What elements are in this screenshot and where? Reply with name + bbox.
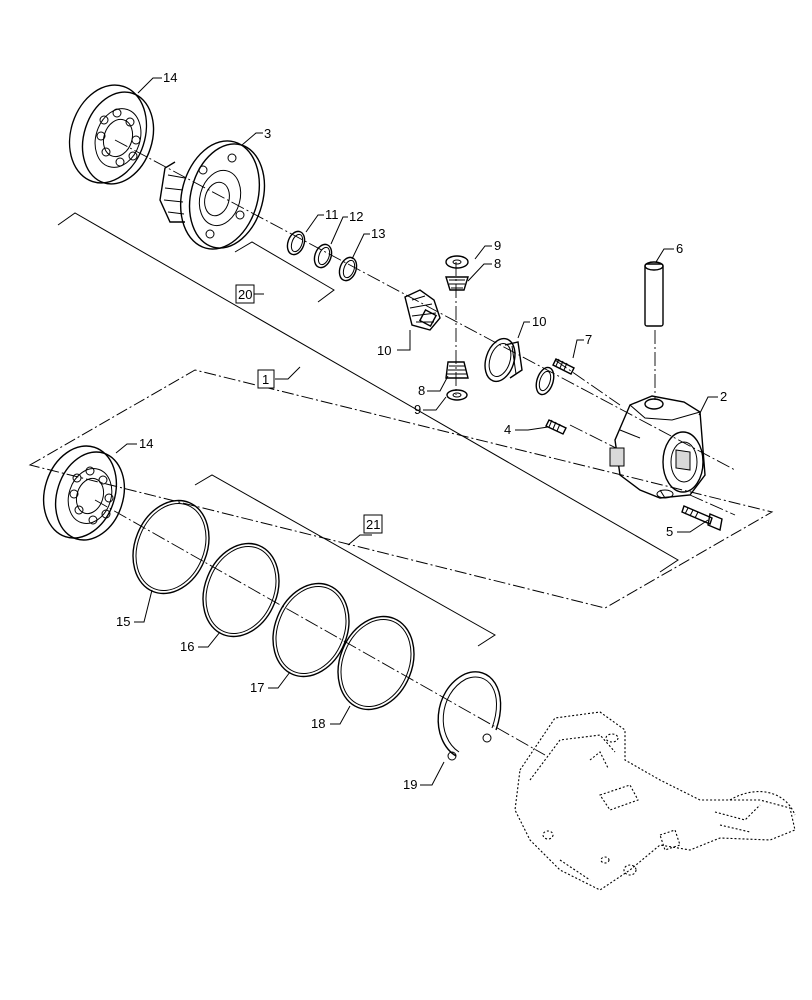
- bearing-upper: [68, 84, 155, 185]
- kit-bracket-21: [194, 474, 496, 647]
- label-18: 18: [311, 716, 325, 731]
- label-16: 16: [180, 639, 194, 654]
- label-10-right: 10: [532, 314, 546, 329]
- label-1: 1: [262, 372, 269, 387]
- label-4: 4: [504, 422, 511, 437]
- label-8-upper: 8: [494, 256, 501, 271]
- label-9-upper: 9: [494, 238, 501, 253]
- pinion-gear-8-upper: [445, 276, 469, 291]
- side-gear-right: [484, 337, 523, 383]
- callout-labels: 14 3 11 12 13 9 8 10 10 8 9 6 7 2 4 5 14…: [116, 70, 727, 792]
- label-21: 21: [366, 517, 380, 532]
- washer-12: [313, 243, 333, 269]
- label-7: 7: [585, 332, 592, 347]
- center-axes: [94, 139, 736, 756]
- kit-box-1: [257, 369, 275, 389]
- label-13: 13: [371, 226, 385, 241]
- flanged-hub: [159, 140, 266, 250]
- assembly-boundary: [28, 369, 774, 609]
- ring-18: [337, 615, 415, 711]
- label-20: 20: [238, 287, 252, 302]
- washer-9-upper: [445, 255, 469, 269]
- label-15: 15: [116, 614, 130, 629]
- label-11: 11: [325, 207, 339, 222]
- leader-lines: [115, 77, 718, 786]
- label-3: 3: [264, 126, 271, 141]
- bolt-5: [681, 505, 723, 531]
- snap-ring-11: [286, 230, 306, 256]
- stud-7: [552, 358, 575, 375]
- label-12: 12: [349, 209, 363, 224]
- pin-6: [644, 261, 664, 327]
- label-14-lower: 14: [139, 436, 153, 451]
- label-2: 2: [720, 389, 727, 404]
- plug-4: [545, 419, 567, 435]
- kit-box-21: [363, 514, 383, 534]
- thrust-washer: [535, 366, 555, 396]
- pinion-gear-8-lower: [445, 361, 469, 379]
- ring-16: [202, 542, 280, 638]
- label-9-lower: 9: [414, 402, 421, 417]
- kit-box-20: [235, 284, 255, 304]
- kit-bracket-1: [57, 212, 679, 573]
- label-17: 17: [250, 680, 264, 695]
- label-8-lower: 8: [418, 383, 425, 398]
- label-10-left: 10: [377, 343, 391, 358]
- circlip-19: [437, 671, 502, 761]
- washer-9-lower: [446, 389, 468, 401]
- ring-15: [132, 499, 210, 595]
- differential-housing: [609, 395, 706, 499]
- label-6: 6: [676, 241, 683, 256]
- label-5: 5: [666, 524, 673, 539]
- axle-housing-reference: [514, 711, 796, 891]
- bearing-lower: [42, 445, 126, 541]
- side-gear-left: [404, 289, 441, 331]
- kit-bracket-20: [234, 241, 335, 303]
- label-19: 19: [403, 777, 417, 792]
- label-14-upper: 14: [163, 70, 177, 85]
- ring-17: [272, 582, 350, 678]
